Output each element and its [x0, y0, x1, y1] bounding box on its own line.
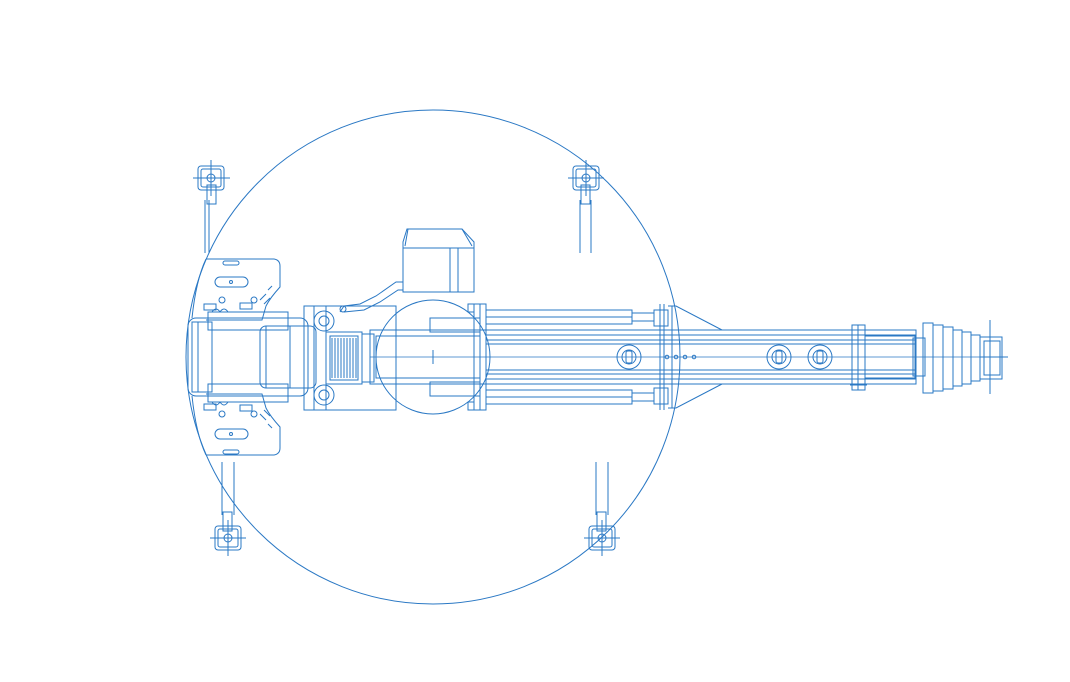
- luffing-cylinders: [486, 304, 668, 410]
- boom-pins: [617, 345, 832, 369]
- boom-tip: [913, 320, 1008, 394]
- rear-frame: [188, 297, 308, 417]
- operator-cab: [340, 229, 474, 312]
- outrigger-front-left: [193, 160, 230, 253]
- winch-drum: [260, 306, 396, 410]
- boom-base-section: [370, 304, 1002, 410]
- counterweight-housing: [192, 259, 280, 455]
- drawing-lines: [186, 110, 1008, 604]
- boom-collar: [850, 325, 915, 390]
- outrigger-rear-left: [568, 160, 604, 253]
- outrigger-rear-right: [584, 462, 620, 556]
- outrigger-front-right: [210, 462, 246, 556]
- telescopic-boom: [486, 306, 916, 408]
